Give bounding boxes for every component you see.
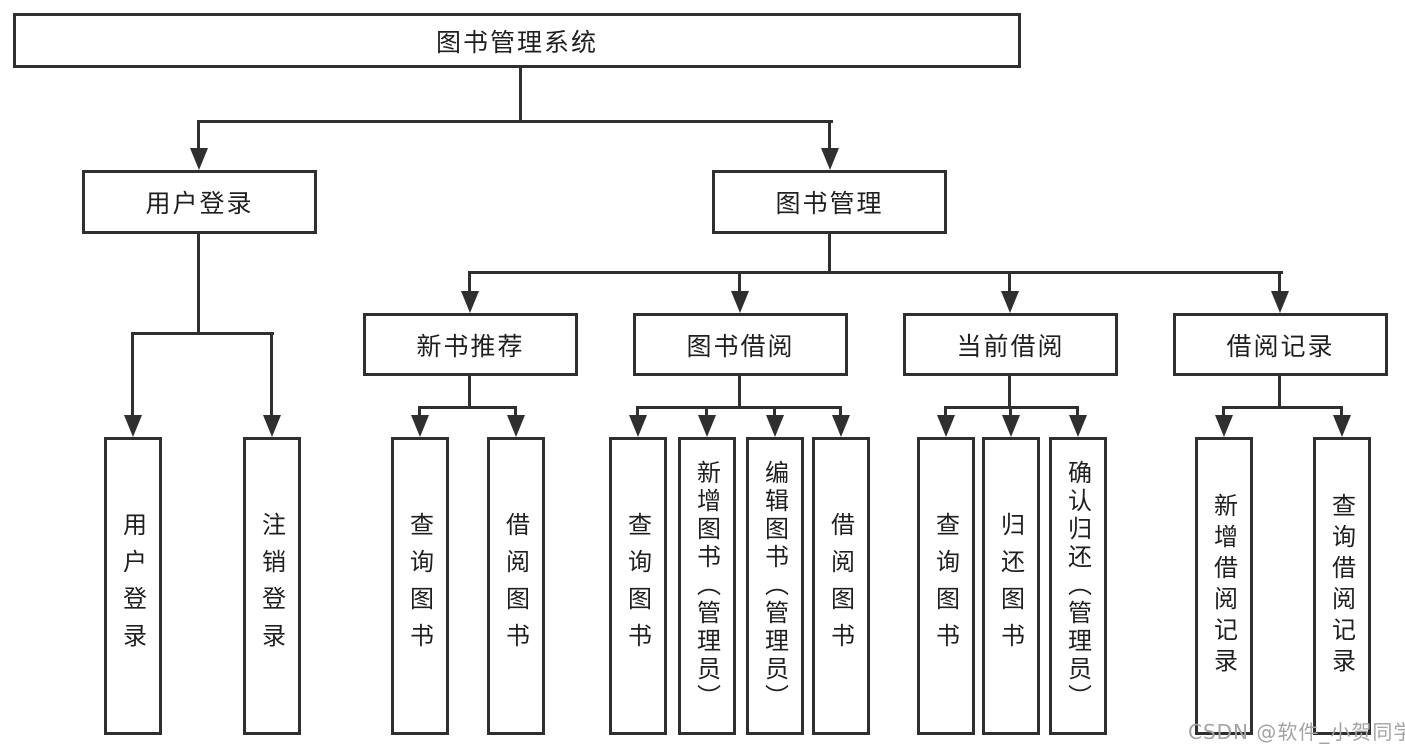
node-root-label: 图书管理系统 [435, 27, 598, 57]
node-user-login-label: 用户登录 [145, 189, 254, 218]
connector-user-login-stem [197, 234, 200, 333]
connector-leaf-stem [636, 406, 639, 419]
connector-book-borrow-stem [738, 376, 741, 409]
node-book-management-label: 图书管理 [775, 189, 884, 218]
node-book-borrow-label: 图书借阅 [686, 331, 795, 361]
connector-leaf-stem [839, 406, 842, 419]
connector-leaf-stem [1009, 406, 1012, 419]
node-root: 图书管理系统 [13, 13, 1021, 68]
leaf-return-book: 归还图书 [982, 437, 1040, 735]
arrow-down-icon [263, 415, 281, 437]
arrow-down-icon [190, 148, 208, 170]
connector-leaf-stem [1340, 406, 1343, 419]
leaf-query-books-recommend-label: 查询图书 [405, 512, 434, 660]
connector-to-book-borrow [738, 271, 741, 295]
leaf-logout: 注销登录 [243, 437, 301, 735]
arrow-down-icon [731, 291, 749, 313]
arrow-down-icon [124, 415, 142, 437]
connector-book-management-crossbar [468, 271, 1283, 274]
leaf-borrow-books-recommend-label: 借阅图书 [501, 512, 530, 660]
connector-borrow-records-crossbar [1222, 406, 1343, 409]
connector-to-user-login [197, 120, 200, 152]
leaf-return-book-label: 归还图书 [996, 512, 1025, 660]
connector-new-book-recommend-crossbar [418, 406, 517, 409]
watermark: CSDN @软件_小贺同学 [1188, 720, 1405, 744]
leaf-user-login-label: 用户登录 [118, 512, 147, 660]
connector-leaf-stem [1222, 406, 1225, 419]
connector-leaf-stem [1076, 406, 1079, 419]
leaf-add-book-admin-label: 新增图书（管理员） [692, 460, 721, 712]
connector-user-login-crossbar [131, 332, 274, 335]
connector-new-book-recommend-stem [468, 376, 471, 409]
leaf-confirm-return-admin: 确认归还（管理员） [1049, 437, 1107, 735]
leaf-query-books-recommend: 查询图书 [391, 437, 449, 735]
connector-book-management-stem [828, 234, 831, 273]
leaf-edit-book-admin-label: 编辑图书（管理员） [760, 460, 789, 712]
leaf-query-borrow-record: 查询借阅记录 [1313, 437, 1371, 735]
connector-to-new-book-recommend [468, 271, 471, 295]
connector-to-leaf-user-login [131, 332, 134, 419]
arrow-down-icon [821, 148, 839, 170]
leaf-borrow-books-borrow-label: 借阅图书 [826, 512, 855, 660]
node-new-book-recommend-label: 新书推荐 [416, 331, 525, 361]
node-borrow-records: 借阅记录 [1173, 313, 1388, 376]
arrow-down-icon [629, 415, 647, 437]
leaf-query-books-current: 查询图书 [917, 437, 975, 735]
connector-leaf-stem [514, 406, 517, 419]
arrow-down-icon [766, 415, 784, 437]
connector-leaf-stem [773, 406, 776, 419]
arrow-down-icon [507, 415, 525, 437]
connector-current-borrow-stem [1008, 376, 1011, 409]
leaf-borrow-books-borrow: 借阅图书 [812, 437, 870, 735]
leaf-query-borrow-record-label: 查询借阅记录 [1327, 493, 1356, 679]
leaf-add-borrow-record-label: 新增借阅记录 [1209, 493, 1238, 679]
node-current-borrow: 当前借阅 [903, 313, 1118, 376]
connector-leaf-stem [418, 406, 421, 419]
leaf-edit-book-admin: 编辑图书（管理员） [746, 437, 804, 735]
leaf-query-books-current-label: 查询图书 [931, 512, 960, 660]
node-book-management: 图书管理 [712, 170, 947, 234]
connector-root-crossbar [197, 120, 833, 123]
node-current-borrow-label: 当前借阅 [956, 331, 1065, 361]
leaf-borrow-books-recommend: 借阅图书 [487, 437, 545, 735]
node-new-book-recommend: 新书推荐 [363, 313, 578, 376]
connector-to-borrow-records [1278, 271, 1281, 295]
arrow-down-icon [832, 415, 850, 437]
connector-to-book-management [828, 120, 831, 152]
arrow-down-icon [1002, 415, 1020, 437]
node-book-borrow: 图书借阅 [633, 313, 848, 376]
arrow-down-icon [1271, 291, 1289, 313]
connector-to-leaf-logout [270, 332, 273, 419]
connector-book-borrow-crossbar [636, 406, 842, 409]
connector-to-current-borrow [1008, 271, 1011, 295]
connector-borrow-records-stem [1278, 376, 1281, 409]
arrow-down-icon [937, 415, 955, 437]
leaf-user-login: 用户登录 [104, 437, 162, 735]
arrow-down-icon [698, 415, 716, 437]
connector-leaf-stem [944, 406, 947, 419]
arrow-down-icon [411, 415, 429, 437]
leaf-query-books-borrow-label: 查询图书 [623, 512, 652, 660]
arrow-down-icon [461, 291, 479, 313]
leaf-add-book-admin: 新增图书（管理员） [678, 437, 736, 735]
arrow-down-icon [1215, 415, 1233, 437]
leaf-add-borrow-record: 新增借阅记录 [1195, 437, 1253, 735]
leaf-confirm-return-admin-label: 确认归还（管理员） [1063, 460, 1092, 712]
connector-leaf-stem [705, 406, 708, 419]
node-user-login: 用户登录 [82, 170, 317, 234]
arrow-down-icon [1333, 415, 1351, 437]
leaf-query-books-borrow: 查询图书 [609, 437, 667, 735]
node-borrow-records-label: 借阅记录 [1226, 331, 1335, 361]
arrow-down-icon [1001, 291, 1019, 313]
leaf-logout-label: 注销登录 [257, 512, 286, 660]
arrow-down-icon [1069, 415, 1087, 437]
connector-root-stem [519, 67, 522, 121]
